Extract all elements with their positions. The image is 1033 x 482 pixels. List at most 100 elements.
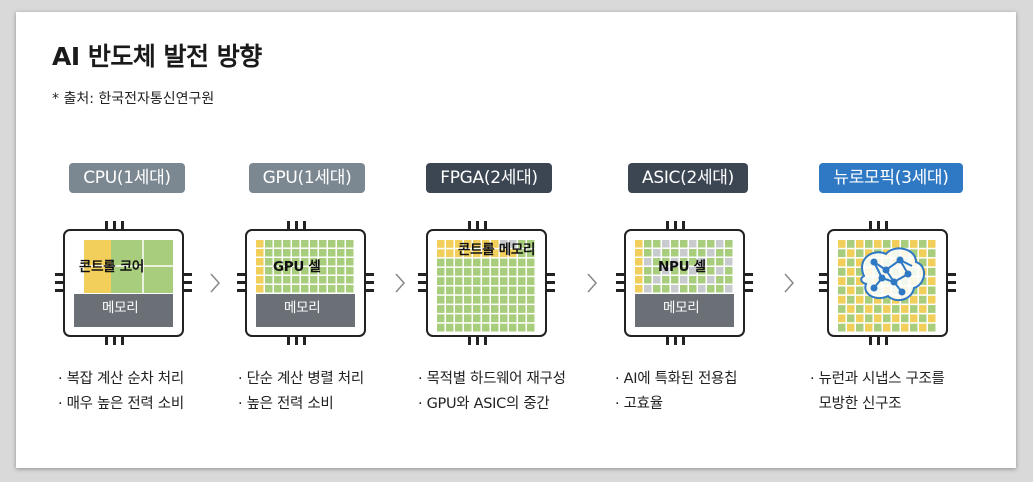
chip-cell [901, 305, 909, 313]
chip-cell [653, 285, 661, 293]
chip-cell [725, 240, 733, 248]
chip-cell [856, 305, 864, 313]
chip-cell [455, 323, 463, 332]
chip-cell [509, 323, 517, 332]
chip-cell [473, 305, 481, 313]
chip-cell [662, 285, 670, 293]
chip-cell [337, 276, 345, 284]
chip-cell [725, 276, 733, 284]
chip-cell [256, 285, 264, 293]
chip-cell [337, 249, 345, 257]
chip-cell [653, 276, 661, 284]
chip-cell [310, 276, 318, 284]
chip-cell [698, 249, 706, 257]
gpu-desc-1: · 단순 계산 병렬 처리 [238, 371, 364, 387]
cpu-badge: CPU(1세대) [69, 163, 185, 193]
chip-cell [446, 267, 454, 276]
chip-cell [509, 277, 517, 285]
chip-cell [707, 276, 715, 284]
chip-cell [346, 276, 354, 284]
chip-cell [500, 295, 508, 304]
chip-cell [256, 258, 264, 266]
chip-cell [689, 258, 697, 266]
chip-cell [310, 267, 318, 275]
chip-cell [292, 267, 300, 275]
chip-cell [265, 267, 273, 275]
chip-cell [919, 258, 927, 267]
chip-cell [491, 267, 499, 276]
chip-cell [491, 277, 499, 285]
chip-cell [464, 258, 472, 267]
chip-cell [509, 240, 517, 248]
chip-cell [910, 249, 918, 258]
chip-cell [919, 305, 927, 313]
chip-cell [635, 249, 643, 257]
chip-cell [865, 240, 873, 248]
chip-cell [847, 286, 855, 295]
fpga-desc-2: · GPU와 ASIC의 중간 [418, 396, 550, 412]
chip-cell [928, 258, 936, 267]
chip-cell [346, 240, 354, 248]
chip-cell [671, 285, 679, 293]
chip-cell [509, 249, 517, 258]
chip-cell [527, 277, 535, 285]
chip-cell [337, 258, 345, 266]
chip-cell [518, 258, 526, 267]
chip-cell [319, 249, 327, 257]
chip-cell [671, 258, 679, 266]
chevron-right-icon [395, 273, 406, 293]
chip-cell [310, 258, 318, 266]
chip-cell [500, 277, 508, 285]
chip-cell [256, 240, 264, 248]
chip-cell [698, 276, 706, 284]
chip-cell [274, 276, 282, 284]
chip-cell [716, 276, 724, 284]
chip-cell [856, 277, 864, 285]
chip-cell [518, 240, 526, 248]
chip-cell [491, 249, 499, 258]
chip-cell [328, 276, 336, 284]
chip-cell [455, 249, 463, 258]
cpu-memory-label: 메모리 [102, 300, 139, 316]
chip-cell [518, 323, 526, 332]
chip-cell [301, 267, 309, 275]
chip-cell [455, 286, 463, 295]
chip-cell [319, 240, 327, 248]
chip-cell [482, 240, 490, 248]
chip-cell [274, 285, 282, 293]
chip-cell [838, 267, 846, 276]
chip-cell [635, 267, 643, 275]
chip-cell [446, 323, 454, 332]
asic-badge: ASIC(2세대) [628, 163, 748, 193]
chip-cell [698, 258, 706, 266]
chip-cell [283, 258, 291, 266]
chevron-right-icon [587, 273, 598, 293]
chip-cell [491, 314, 499, 323]
chip-cell [310, 249, 318, 257]
chip-cell [509, 305, 517, 313]
chip-cell [283, 276, 291, 284]
chip-cell [662, 249, 670, 257]
chip-cell [518, 249, 526, 258]
fpga-chip-icon [418, 221, 555, 345]
chip-cell [500, 305, 508, 313]
gpu-cell-label: GPU 셀 [273, 259, 321, 275]
chip-cell [847, 249, 855, 258]
chip-cell [319, 267, 327, 275]
gpu-chip-icon [237, 221, 374, 345]
chip-cell [847, 258, 855, 267]
chip-cell [874, 323, 882, 332]
gpu-badge: GPU(1세대) [248, 163, 366, 193]
chip-cell [337, 240, 345, 248]
chip-cell [680, 267, 688, 275]
chip-cell [346, 258, 354, 266]
chip-cell [847, 295, 855, 304]
asic-desc-2: · 고효율 [615, 396, 663, 412]
chip-cell [910, 314, 918, 323]
chip-cell [928, 323, 936, 332]
chip-cell [437, 295, 445, 304]
generation-gpu: GPU(1세대) [202, 163, 412, 193]
chip-cell [928, 249, 936, 258]
chip-cell [473, 258, 481, 267]
generation-fpga: FPGA(2세대) [384, 163, 594, 193]
